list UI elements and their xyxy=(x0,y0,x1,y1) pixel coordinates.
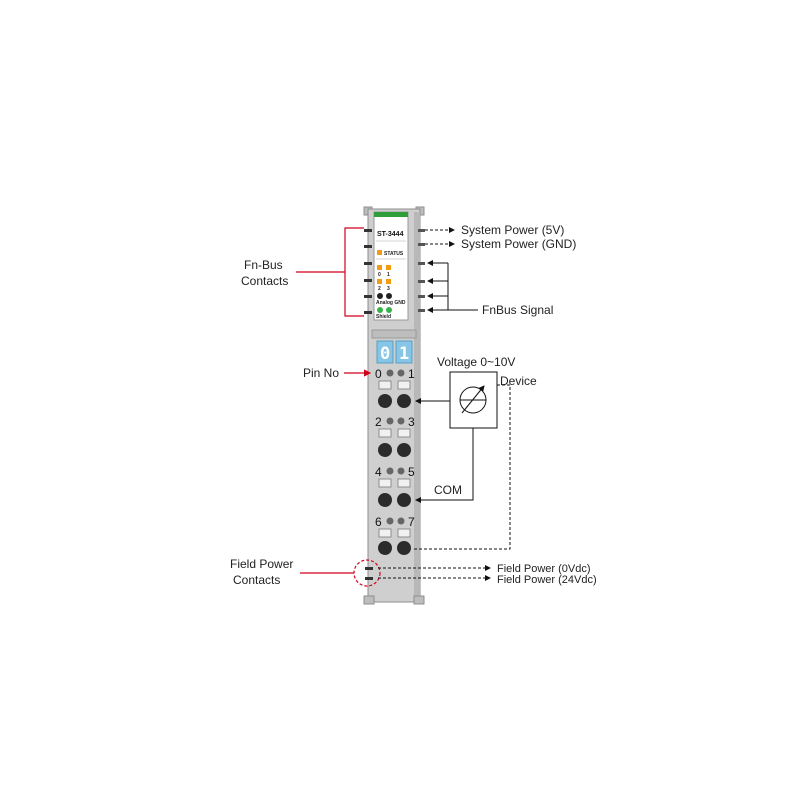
release-slot xyxy=(378,428,392,438)
model-label: ST-3444 xyxy=(377,231,404,238)
status-led xyxy=(377,250,382,255)
field-power-contacts-label-1: Field Power xyxy=(230,557,293,571)
analog-gnd-terminal xyxy=(386,293,392,299)
release-slot xyxy=(378,478,392,488)
system-power-gnd-label: System Power (GND) xyxy=(461,237,576,251)
channel-led-1 xyxy=(386,265,391,270)
analog-gnd-label: Analog GND xyxy=(376,300,406,306)
terminal-hole xyxy=(378,541,392,555)
fnbus-side-contacts xyxy=(364,229,372,314)
fnbus-contacts-label-1: Fn-Bus xyxy=(244,258,283,272)
release-slot xyxy=(378,528,392,538)
shield-label: Shield xyxy=(376,314,391,320)
terminal-hole xyxy=(397,394,411,408)
pin-no-label: Pin No xyxy=(303,366,339,380)
terminal-hole xyxy=(397,541,411,555)
com-wire xyxy=(415,428,474,503)
channel-digit-1 xyxy=(395,340,413,364)
release-slot xyxy=(397,478,411,488)
pin-number-5: 5 xyxy=(408,465,415,479)
bottom-rail-clip xyxy=(363,595,375,605)
connector-header xyxy=(371,329,417,339)
device-label: Device xyxy=(500,374,537,388)
pin-number-4: 4 xyxy=(375,465,382,479)
pin-number-6: 6 xyxy=(375,515,382,529)
pin-number-3: 3 xyxy=(408,415,415,429)
voltage-device xyxy=(449,371,498,429)
channel-led-2 xyxy=(377,279,382,284)
shield-wire xyxy=(413,384,511,550)
terminal-hole xyxy=(397,443,411,457)
pin-number-7: 7 xyxy=(408,515,415,529)
channel-digit-0-text: 0 xyxy=(380,344,390,364)
channel-led-label-1: 1 xyxy=(387,272,390,278)
pin-number-1: 1 xyxy=(408,367,415,381)
field-power-callout xyxy=(300,559,381,587)
channel-led-3 xyxy=(386,279,391,284)
fnbus-right-contacts xyxy=(418,229,425,312)
terminal-hole xyxy=(397,493,411,507)
status-label: STATUS xyxy=(384,251,404,257)
pin-led xyxy=(386,417,394,425)
field-power-contacts-label-2: Contacts xyxy=(233,573,280,587)
release-slot xyxy=(397,428,411,438)
system-power-5v-label: System Power (5V) xyxy=(461,223,564,237)
release-slot xyxy=(397,380,411,390)
field-power-0vdc-label: Field Power (0Vdc) xyxy=(497,563,591,575)
fnbus-contacts-callout xyxy=(296,227,364,317)
channel-led-label-0: 0 xyxy=(378,272,381,278)
bottom-rail-clip xyxy=(413,595,425,605)
field-power-contacts xyxy=(365,567,373,580)
shield-terminal xyxy=(377,307,383,313)
module-side-rail xyxy=(414,212,420,600)
field-power-24vdc-label: Field Power (24Vdc) xyxy=(497,574,597,586)
pin-led xyxy=(397,417,405,425)
pin-led xyxy=(397,467,405,475)
voltage-label: Voltage 0~10V xyxy=(437,355,515,369)
pin-number-0: 0 xyxy=(375,367,382,381)
terminal-hole xyxy=(378,443,392,457)
pin-led xyxy=(397,369,405,377)
channel-digit-0 xyxy=(376,340,394,364)
terminal-hole xyxy=(378,394,392,408)
pin-led xyxy=(386,517,394,525)
com-label: COM xyxy=(434,483,462,497)
channel-led-0 xyxy=(377,265,382,270)
pin-led xyxy=(386,369,394,377)
terminal-block: 0 1 2 3 4 5 6 7 xyxy=(375,367,415,555)
pin-led xyxy=(386,467,394,475)
fnbus-signal-lines xyxy=(427,260,478,313)
pin-number-2: 2 xyxy=(375,415,382,429)
terminal-hole xyxy=(378,493,392,507)
release-slot xyxy=(378,380,392,390)
analog-gnd-terminal xyxy=(377,293,383,299)
channel-led-label-2: 2 xyxy=(378,286,381,292)
fnbus-signal-label: FnBus Signal xyxy=(482,303,553,317)
top-stripe xyxy=(374,212,408,217)
io-module: ST-3444 STATUS 0 1 2 3 Analog GND Shield… xyxy=(363,206,425,605)
channel-digit-1-text: 1 xyxy=(399,344,409,364)
pin-led xyxy=(397,517,405,525)
shield-terminal xyxy=(386,307,392,313)
channel-led-label-3: 3 xyxy=(387,286,390,292)
release-slot xyxy=(397,528,411,538)
fnbus-contacts-label-2: Contacts xyxy=(241,274,288,288)
